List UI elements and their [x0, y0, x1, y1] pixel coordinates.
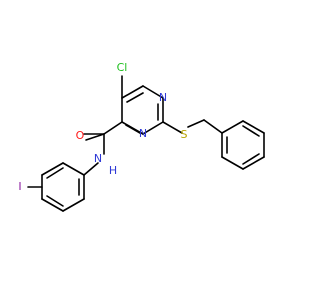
- pyrimidine-nitrogen-bottom-label: N: [139, 127, 147, 140]
- benzene-right-bond-2: [221, 156, 244, 170]
- sulfur-to-methylene-bond: [187, 119, 205, 128]
- amide-nitrogen-label: N: [94, 152, 102, 165]
- iodophenyl-bond-2: [62, 198, 85, 212]
- c2-to-sulfur-bond: [162, 121, 183, 134]
- amide-n-to-phenyl-bond: [83, 162, 99, 176]
- oxygen-atom-label: O: [76, 129, 85, 142]
- pyrimidine-inner-double-bond-3: [125, 124, 141, 134]
- sulfur-atom-label: S: [181, 128, 188, 141]
- iodophenyl-bond-5: [41, 162, 64, 176]
- pyrimidine-inner-double-bond-1: [126, 92, 144, 103]
- iodophenyl-inner-bond-2: [46, 195, 64, 207]
- amide-hydrogen-label: H: [109, 164, 117, 177]
- carbonyl-to-ring-bond: [103, 121, 123, 135]
- iodine-atom-label: I: [18, 180, 21, 193]
- pyrimidine-nitrogen-top-label: N: [159, 91, 167, 104]
- pyrimidine-c5-c6-bond: [121, 85, 144, 99]
- carbonyl-double-bond: [85, 133, 105, 141]
- benzene-right-inner-bond-2: [242, 153, 260, 165]
- pyrimidine-c6-n1-bond: [142, 85, 164, 99]
- benzene-right-bond-3: [242, 156, 265, 170]
- iodophenyl-bond-3: [41, 198, 64, 212]
- benzene-right-bond-5: [242, 120, 265, 134]
- pyrimidine-c2-n3-bond: [142, 121, 164, 135]
- methylene-to-benzene-bond: [203, 119, 223, 134]
- benzene-right-bond-6: [221, 120, 244, 134]
- benzene-right-inner-bond-3: [242, 125, 260, 137]
- chlorine-atom-label: Cl: [117, 61, 128, 74]
- iodophenyl-inner-bond-3: [46, 167, 64, 179]
- molecule-canvas: Cl N N S O N H I: [18, 61, 265, 212]
- molecule-structure: Cl N N S O N H I: [18, 61, 265, 212]
- iodophenyl-bond-6: [62, 162, 85, 176]
